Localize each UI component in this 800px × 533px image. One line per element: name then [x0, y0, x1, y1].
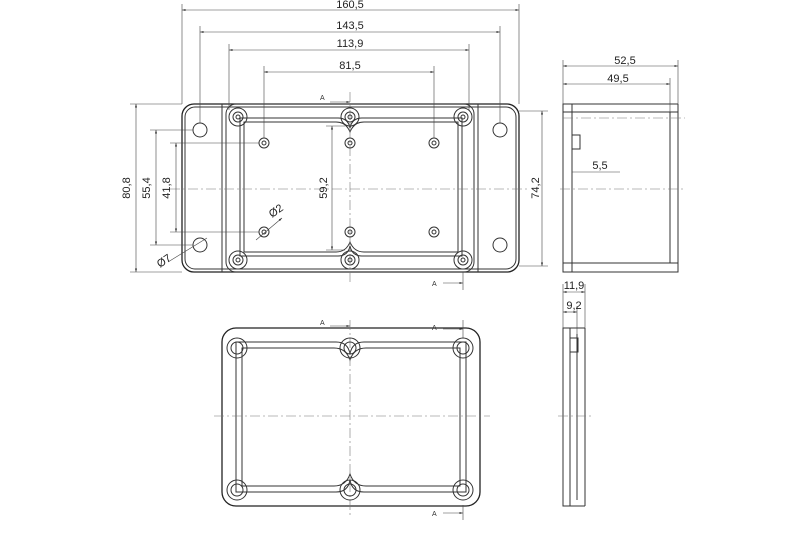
dim-143-5: 143,5 [336, 20, 364, 32]
section-mark-a-5: A [432, 511, 437, 518]
dim-49-5: 49,5 [607, 73, 628, 85]
dim-81-5: 81,5 [339, 60, 360, 72]
dim-41-8: 41,8 [161, 177, 173, 198]
dim-5-5: 5,5 [592, 160, 607, 172]
lid-view: A A A [214, 320, 490, 520]
top-view [170, 92, 530, 285]
section-mark-a-2: A [432, 281, 437, 288]
dim-52-5: 52,5 [614, 55, 635, 67]
dim-9-2: 9,2 [566, 300, 581, 312]
dim-80-8: 80,8 [121, 177, 133, 198]
top-view-labels: 160,5 143,5 113,9 81,5 80,8 55,4 41,8 59… [121, 0, 542, 288]
section-mark-a-3: A [320, 320, 325, 327]
section-mark-a-1: A [320, 95, 325, 102]
side-section-view: 52,5 49,5 5,5 [560, 55, 685, 273]
dim-55-4: 55,4 [141, 177, 153, 198]
lid-section-view: 11,9 9,2 [558, 280, 592, 507]
dim-59-2: 59,2 [318, 177, 330, 198]
dim-hole-2: Ø2 [267, 202, 286, 220]
section-mark-a-4: A [432, 325, 437, 332]
dim-hole-7: Ø7 [155, 252, 174, 270]
dim-74-2: 74,2 [530, 177, 542, 198]
dim-160-5: 160,5 [336, 0, 364, 11]
dim-113-9: 113,9 [337, 38, 364, 50]
top-view-dimensions [130, 4, 548, 290]
dim-11-9: 11,9 [564, 280, 585, 292]
